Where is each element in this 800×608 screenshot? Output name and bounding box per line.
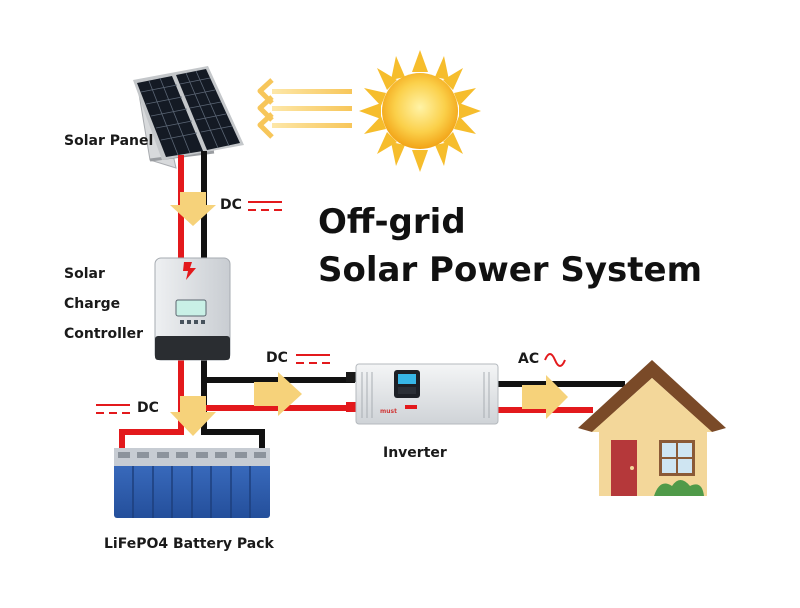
flow-arrow-battery-down [170, 396, 216, 436]
flow-arrow-to-house [522, 375, 568, 419]
flow-arrows [170, 192, 568, 436]
inverter-brand-label: must [380, 408, 397, 415]
sun-icon [359, 50, 481, 172]
ac-label-house: AC [518, 351, 540, 367]
dc-symbol-icon [96, 404, 130, 414]
flow-arrow-to-inverter [254, 372, 302, 416]
controller-label-line-2: Charge [64, 296, 121, 312]
controller-label: Solar Charge Controller [64, 259, 143, 349]
title-line-2: Solar Power System [318, 250, 703, 290]
dc-label-panel: DC [220, 197, 242, 213]
dc-symbol-icon [248, 201, 282, 211]
diagram-title: Off-grid Solar Power System [318, 198, 702, 294]
controller-label-line-3: Controller [64, 326, 144, 342]
title-line-1: Off-grid [318, 202, 466, 242]
sun-beam-arrows [257, 78, 352, 139]
inverter-icon: must [346, 363, 499, 425]
battery-label: LiFePO4 Battery Pack [104, 536, 274, 552]
dc-label-inverter: DC [266, 350, 288, 366]
ac-sine-icon [544, 353, 566, 367]
controller-label-line-1: Solar [64, 266, 105, 282]
flow-arrow-panel-down [170, 192, 216, 226]
inverter-label: Inverter [383, 445, 447, 461]
battery-pack-icon [114, 448, 270, 518]
house-icon [578, 360, 726, 496]
solar-panel-label: Solar Panel [64, 133, 154, 149]
dc-symbol-icon [296, 354, 330, 364]
charge-controller-icon [154, 257, 231, 361]
dc-label-battery: DC [137, 400, 159, 416]
solar-panel-icon [133, 66, 244, 169]
